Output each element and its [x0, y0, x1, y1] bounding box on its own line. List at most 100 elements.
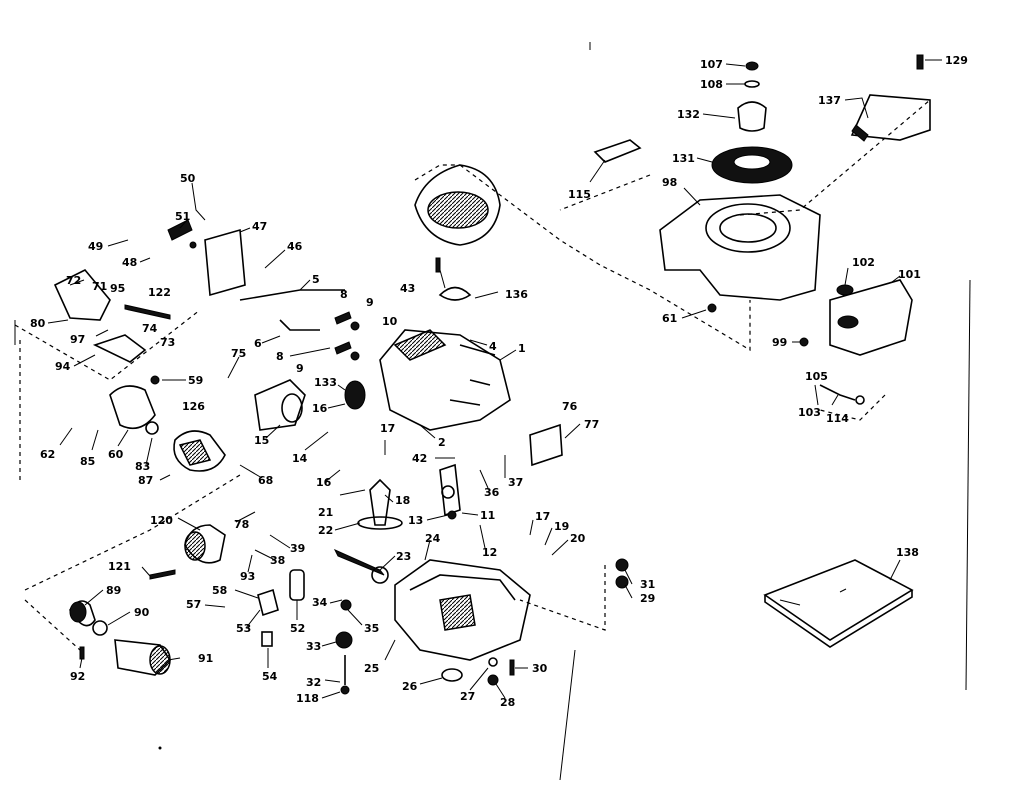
callout-68: 68	[258, 474, 273, 487]
callout-6: 6	[254, 337, 262, 350]
callout-8b: 8	[276, 350, 284, 363]
blower-housing-98	[659, 194, 821, 301]
bracket-54	[261, 631, 273, 647]
clip-53	[257, 588, 279, 617]
lever-51	[167, 219, 193, 241]
nut-35	[340, 599, 352, 611]
callout-22: 22	[318, 524, 333, 537]
callout-54: 54	[262, 670, 278, 683]
callout-121: 121	[108, 560, 131, 573]
callout-114: 114	[826, 412, 849, 425]
callout-73: 73	[160, 336, 175, 349]
callout-15: 15	[254, 434, 269, 447]
nut-132	[737, 101, 767, 132]
callout-9: 9	[366, 296, 374, 309]
gear-31	[615, 558, 629, 572]
fan-126	[173, 430, 226, 472]
gasket-76	[529, 423, 563, 467]
callout-32: 32	[306, 676, 321, 689]
callout-91: 91	[198, 652, 213, 665]
callout-4: 4	[489, 340, 497, 353]
bracket-47	[204, 228, 246, 297]
callout-23: 23	[396, 550, 411, 563]
coil-136	[438, 286, 472, 301]
fuel-tank-101	[829, 279, 913, 356]
plug-26	[441, 668, 463, 682]
lever-72	[53, 269, 111, 321]
callout-58: 58	[212, 584, 227, 597]
piston-18	[369, 478, 391, 526]
callout-77: 77	[584, 418, 599, 431]
callout-16b: 16	[316, 476, 332, 489]
rod-121	[149, 569, 176, 580]
callout-14: 14	[292, 452, 308, 465]
callout-27: 27	[460, 690, 475, 703]
callout-57: 57	[186, 598, 201, 611]
callout-133: 133	[314, 376, 337, 389]
assembly-dashed-lines	[14, 99, 931, 651]
callout-46: 46	[287, 240, 303, 253]
callout-29: 29	[640, 592, 655, 605]
nut-43	[435, 257, 441, 273]
callout-51: 51	[175, 210, 190, 223]
owners-manual-138	[763, 559, 914, 641]
callout-122: 122	[148, 286, 171, 299]
callout-89: 89	[106, 584, 121, 597]
callout-126: 126	[182, 400, 205, 413]
callout-120: 120	[150, 514, 173, 527]
carburetor-15	[254, 379, 306, 431]
callout-2: 2	[438, 436, 446, 449]
callout-97: 97	[70, 333, 85, 346]
callout-71: 71	[92, 280, 107, 293]
callout-99: 99	[772, 336, 787, 349]
gasket-27	[488, 657, 498, 667]
nut-9	[350, 321, 360, 331]
callout-24: 24	[425, 532, 441, 545]
callout-34: 34	[312, 596, 328, 609]
washer-118	[340, 685, 350, 695]
callout-42: 42	[412, 452, 427, 465]
crankshaft-23	[333, 548, 385, 576]
callout-72: 72	[66, 274, 81, 287]
callout-129: 129	[945, 54, 968, 67]
callout-118: 118	[296, 692, 319, 705]
callout-80: 80	[30, 317, 46, 330]
callout-83: 83	[135, 460, 150, 473]
screw-129	[916, 54, 924, 70]
callout-136: 136	[505, 288, 528, 301]
callout-95: 95	[110, 282, 125, 295]
clip-59	[150, 375, 160, 385]
spring-8b	[334, 341, 352, 355]
callout-74: 74	[142, 322, 158, 335]
callout-16: 16	[312, 402, 328, 415]
callout-62: 62	[40, 448, 55, 461]
callout-49: 49	[88, 240, 103, 253]
callout-59: 59	[188, 374, 203, 387]
screw-61	[707, 303, 717, 313]
callout-35: 35	[364, 622, 379, 635]
callout-labels: 107 108 129 137 132 131 115 98 102 101 6…	[30, 54, 968, 709]
rod-122	[124, 304, 171, 320]
rod-6	[279, 319, 320, 331]
plate-115	[593, 139, 642, 163]
callout-1: 1	[518, 342, 526, 355]
gear-133	[344, 380, 366, 410]
callout-132: 132	[677, 108, 700, 121]
screw-92	[79, 646, 85, 660]
washer-108	[744, 80, 760, 88]
callout-11: 11	[480, 509, 495, 522]
callout-50: 50	[180, 172, 196, 185]
callout-107: 107	[700, 58, 723, 71]
callout-39: 39	[290, 542, 305, 555]
callout-21: 21	[318, 506, 333, 519]
callout-102: 102	[852, 256, 875, 269]
callout-28: 28	[500, 696, 515, 709]
callout-94: 94	[55, 360, 71, 373]
callout-17b: 17	[535, 510, 550, 523]
callout-26: 26	[402, 680, 418, 693]
callout-137: 137	[818, 94, 841, 107]
callout-138: 138	[896, 546, 919, 559]
callout-18: 18	[395, 494, 410, 507]
